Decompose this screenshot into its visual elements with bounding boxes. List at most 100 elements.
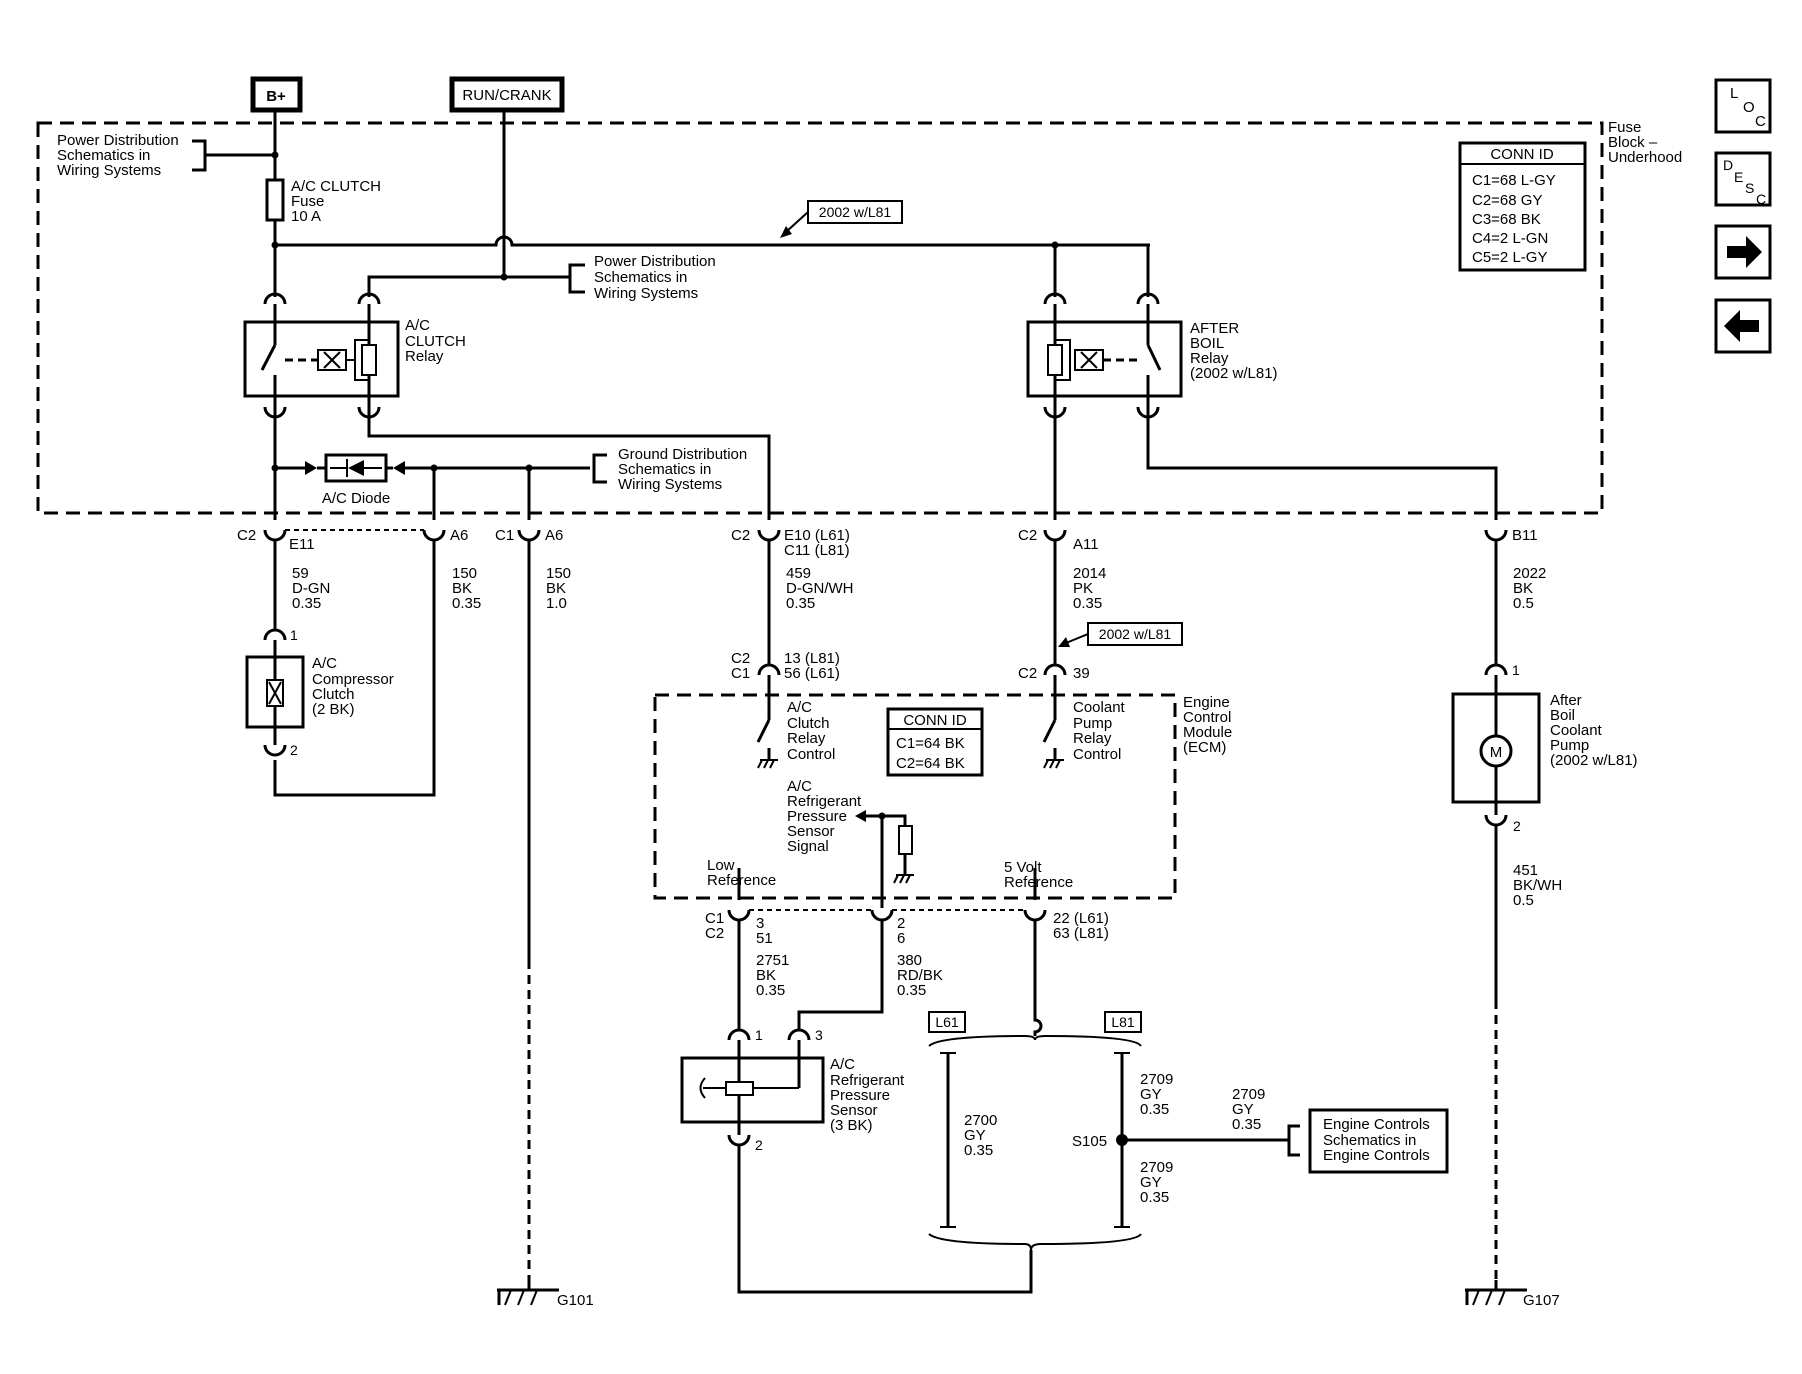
svg-text:0.35: 0.35 <box>964 1142 993 1159</box>
wire-380 <box>797 920 884 1030</box>
svg-text:Relay: Relay <box>1073 730 1112 747</box>
svg-text:C1: C1 <box>705 910 724 927</box>
svg-text:C2: C2 <box>731 650 750 667</box>
svg-text:C1=68 L-GY: C1=68 L-GY <box>1472 172 1556 189</box>
svg-text:Clutch: Clutch <box>787 715 830 732</box>
svg-text:39: 39 <box>1073 665 1090 682</box>
svg-text:Relay: Relay <box>405 348 444 365</box>
svg-text:Wiring Systems: Wiring Systems <box>618 476 722 493</box>
svg-text:2709: 2709 <box>1232 1086 1265 1103</box>
svg-text:GY: GY <box>1232 1101 1254 1118</box>
fuse-block-conn-id: CONN ID C1=68 L-GY C2=68 GY C3=68 BK C4=… <box>1458 141 1587 272</box>
previous-arrow-button[interactable] <box>1714 298 1772 354</box>
svg-text:Low: Low <box>707 857 735 874</box>
arrow-left-icon <box>1724 310 1759 342</box>
wire-2751-label: 2751 BK 0.35 <box>756 952 789 999</box>
wire-2700: 2700 GY 0.35 <box>940 1052 997 1228</box>
svg-text:M: M <box>1490 744 1503 761</box>
desc-button[interactable]: D E S C <box>1714 151 1772 207</box>
svg-text:C5=2 L-GY: C5=2 L-GY <box>1472 249 1547 266</box>
svg-text:O: O <box>1743 99 1755 116</box>
svg-text:(2002 w/L81): (2002 w/L81) <box>1190 365 1278 382</box>
option-2002-tag-2: 2002 w/L81 <box>1058 622 1183 647</box>
svg-text:BK: BK <box>546 580 566 597</box>
ac-compressor-clutch: 1 2 A/C Compressor Clutch (2 BK) <box>245 627 394 758</box>
svg-text:Relay: Relay <box>1190 350 1229 367</box>
svg-text:2002 w/L81: 2002 w/L81 <box>819 204 892 220</box>
loc-button[interactable]: L O C <box>1714 78 1772 134</box>
svg-text:Schematics in: Schematics in <box>594 269 687 286</box>
svg-text:0.35: 0.35 <box>1140 1189 1169 1206</box>
svg-text:G101: G101 <box>557 1292 594 1309</box>
svg-text:E: E <box>1734 169 1743 185</box>
ac-diode: A/C Diode <box>271 453 405 507</box>
wire-2014-label: 2014 PK 0.35 <box>1073 565 1106 612</box>
after-boil-output-wire <box>1146 420 1498 520</box>
option-2002-tag-1: 2002 w/L81 <box>780 200 903 238</box>
svg-text:C2: C2 <box>1018 665 1037 682</box>
svg-text:3: 3 <box>815 1027 823 1043</box>
svg-text:A/C: A/C <box>405 317 430 334</box>
svg-text:C1: C1 <box>731 665 750 682</box>
ecm-conn-id: CONN ID C1=64 BK C2=64 BK <box>886 707 984 777</box>
svg-text:Ground Distribution: Ground Distribution <box>618 446 747 463</box>
svg-text:Pump: Pump <box>1073 715 1112 732</box>
svg-text:CONN ID: CONN ID <box>903 712 967 729</box>
svg-text:0.35: 0.35 <box>756 982 785 999</box>
svg-text:BK: BK <box>756 967 776 984</box>
svg-text:3: 3 <box>756 915 764 932</box>
svg-text:0.35: 0.35 <box>452 595 481 612</box>
svg-text:150: 150 <box>452 565 477 582</box>
after-boil-relay: AFTER BOIL Relay (2002 w/L81) <box>1026 292 1278 420</box>
ac-relay-control-wire <box>367 420 771 520</box>
runcrank-terminal: RUN/CRANK <box>449 76 565 113</box>
svg-text:C3=68 BK: C3=68 BK <box>1472 211 1541 228</box>
svg-text:Schematics in: Schematics in <box>1323 1132 1416 1149</box>
svg-text:GY: GY <box>1140 1086 1162 1103</box>
svg-text:C2: C2 <box>731 527 750 544</box>
svg-text:C1: C1 <box>495 527 514 544</box>
svg-text:Coolant: Coolant <box>1550 722 1603 739</box>
svg-text:D-GN: D-GN <box>292 580 330 597</box>
svg-text:13 (L81): 13 (L81) <box>784 650 840 667</box>
svg-text:B11: B11 <box>1512 527 1538 544</box>
svg-text:D-GN/WH: D-GN/WH <box>786 580 854 597</box>
svg-text:BK/WH: BK/WH <box>1513 877 1562 894</box>
wire-380-label: 380 RD/BK 0.35 <box>897 952 943 999</box>
svg-text:2: 2 <box>755 1137 763 1153</box>
svg-text:Engine Controls: Engine Controls <box>1323 1147 1430 1164</box>
svg-text:L: L <box>1730 85 1738 102</box>
svg-text:2700: 2700 <box>964 1112 997 1129</box>
svg-text:Boil: Boil <box>1550 707 1575 724</box>
wire-59-label: 59 D-GN 0.35 <box>292 565 330 612</box>
svg-text:Fuse: Fuse <box>1608 119 1641 136</box>
svg-text:0.35: 0.35 <box>292 595 321 612</box>
svg-text:(3 BK): (3 BK) <box>830 1117 873 1134</box>
svg-text:C4=2 L-GN: C4=2 L-GN <box>1472 230 1548 247</box>
svg-text:RD/BK: RD/BK <box>897 967 943 984</box>
svg-text:2751: 2751 <box>756 952 789 969</box>
svg-text:A6: A6 <box>450 527 468 544</box>
svg-text:Power Distribution: Power Distribution <box>57 132 179 149</box>
wire-150a <box>273 540 436 797</box>
svg-text:Pressure: Pressure <box>830 1087 890 1104</box>
svg-text:(2 BK): (2 BK) <box>312 701 355 718</box>
next-arrow-button[interactable] <box>1714 224 1772 280</box>
svg-text:A/C: A/C <box>787 699 812 716</box>
svg-text:(2002 w/L81): (2002 w/L81) <box>1550 752 1638 769</box>
svg-text:C2=68 GY: C2=68 GY <box>1472 192 1542 209</box>
svg-text:1: 1 <box>1512 662 1520 678</box>
power-distribution-ref-1: Power Distribution Schematics in Wiring … <box>57 132 279 179</box>
svg-text:A/C Diode: A/C Diode <box>322 490 390 507</box>
svg-text:2002 w/L81: 2002 w/L81 <box>1099 626 1172 642</box>
svg-text:C2: C2 <box>1018 527 1037 544</box>
svg-text:Fuse: Fuse <box>291 193 324 210</box>
svg-text:Refrigerant: Refrigerant <box>830 1072 905 1089</box>
svg-text:Control: Control <box>1073 746 1121 763</box>
svg-text:GY: GY <box>1140 1174 1162 1191</box>
svg-text:1: 1 <box>290 627 298 643</box>
wire-459-label: 459 D-GN/WH 0.35 <box>786 565 854 612</box>
svg-text:1.0: 1.0 <box>546 595 567 612</box>
svg-text:Schematics in: Schematics in <box>618 461 711 478</box>
svg-text:AFTER: AFTER <box>1190 320 1239 337</box>
